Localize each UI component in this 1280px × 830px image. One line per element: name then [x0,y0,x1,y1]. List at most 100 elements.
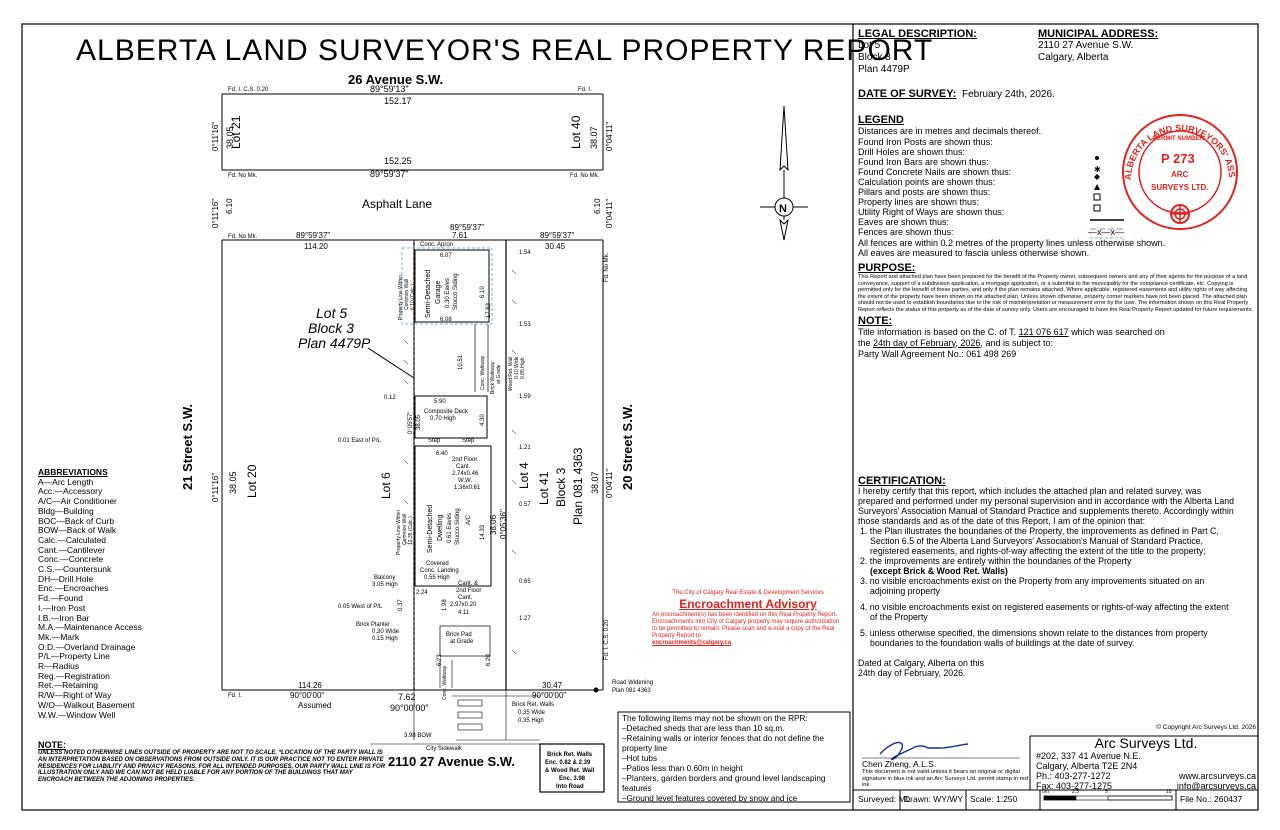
lane-label: Asphalt Lane [362,197,432,211]
plan-annotation: Plan 4479P [298,335,371,351]
certification: CERTIFICATION: I hereby certify that thi… [858,476,1238,679]
plan-annotation: 0.10 Wide [514,356,520,379]
exclusion-item: –Planters, garden borders and ground lev… [622,774,826,793]
legend-label: Pillars and posts are shown thus: [858,187,991,197]
plan-annotation: Assumed [298,701,331,710]
legend-label: Calculation points are shown thus: [858,177,996,187]
note-right-heading: NOTE: [858,314,893,327]
plan-annotation: Common Wall [404,279,410,310]
plan-annotation: 89°59'37" [450,223,484,232]
plan-annotation: Into Road [556,784,584,790]
plan-annotation: Cant. [458,595,473,601]
plan-annotation: 1.27 [519,616,531,622]
abbreviation-item: Fd.—Found [38,593,83,604]
plan-annotation: Enc. 0.82 & 2.39 [545,760,591,766]
plan-annotation: 38.07 [590,471,600,494]
plan-annotation: 114.26 [298,681,322,690]
plan-annotation: 0°04'11" [605,122,614,151]
plan-annotation: 7.61 [452,231,468,240]
note-left-text: UNLESS NOTED OTHERWISE LINES OUTSIDE OF … [38,750,386,784]
plan-annotation: 38.05 [225,126,235,149]
legend-row: Property lines are shown thus: [858,197,1254,207]
abbreviation-item: R/W—Right of Way [38,690,112,701]
plan-annotation: Common Wall [402,514,408,545]
advisory-title: Encroachment Advisory [679,597,817,611]
scale-tick: 10 [1166,789,1172,795]
abbreviation-item: DH—Drill Hole [38,573,94,584]
legend-row: Calculation points are shown thus: [858,177,1254,187]
plan-annotation: 1.53 [519,322,531,328]
legend-label: Found Iron Bars are shown thus: [858,157,989,167]
plan-annotation: 0.57 [519,502,531,508]
plan-annotation: 89°59'13" [370,84,409,94]
plan-annotation: 2.97x0.20 [450,602,477,608]
plan-annotation: 0°05'57" [408,412,414,434]
abbreviations-heading: ABBREVIATIONS [38,467,108,477]
plan-annotation: A/C [466,514,472,525]
plan-annotation: 6.10 (Calc.) [410,284,416,310]
right-panel: LEGAL DESCRIPTION: Lot 5 Block 3 Plan 44… [858,28,1254,678]
plan-annotation: 0°04'11" [605,469,614,498]
plan-annotation: 0°05'36" [499,509,508,539]
street-right: 20 Street S.W. [620,404,635,490]
plan-annotation: Wood Ret. Wall [508,357,514,391]
plan-annotation: 4.30 [480,414,486,426]
copyright: © Copyright Arc Surveys Ltd. 2026 [1156,724,1256,731]
city-sidewalk: City Sidewalk [426,746,463,752]
plan-annotation: 6.10 [593,198,602,214]
date-heading: DATE OF SURVEY: [858,88,957,100]
plan-annotation: Brick Planter [356,622,390,628]
plan-annotation: 38.06 [489,514,498,535]
plan-annotation: 0.30 Wide [372,629,400,635]
plan-annotation: Step [428,438,441,444]
legend-label: Utility Right of Ways are shown thus: [858,207,1005,217]
plan-annotation: Fd. No Mk. [604,252,610,282]
abbreviation-item: Mk.—Mark [38,631,80,642]
note-left: NOTE: UNLESS NOTED OTHERWISE LINES OUTSI… [38,740,388,784]
plan-annotation: 10.51 [458,354,464,370]
abbreviation-item: Calc.—Calculated [38,534,107,545]
legend-label: Drill Holes are shown thus: [858,147,966,157]
abbreviation-item: M.A.—Maintenance Access [38,622,142,633]
legend-label: Found Iron Posts are shown thus: [858,137,993,147]
lot-40: Lot 40 [569,115,583,149]
advisory-email[interactable]: encroachments@calgary.ca [652,640,732,646]
plan-annotation: 89°59'37" [296,231,330,240]
plan-annotation: Fd. I. [578,87,592,93]
abbreviation-item: I.B.—Iron Bar [38,612,90,623]
lot-20: Lot 20 [245,464,259,498]
advisory-body: An encroachment(s) has been identified o… [652,612,840,639]
plan-annotation: Property Line Within [398,275,404,320]
plan-annotation: 0.35 High [518,718,544,724]
scale-tick: 0m [1042,789,1049,795]
abbreviation-item: I.—Iron Post [38,602,86,613]
purpose-heading: PURPOSE: [858,262,916,274]
abbreviation-item: Ret.—Retaining [38,680,99,691]
abbreviation-item: R—Radius [38,661,80,672]
plan-annotation: 2nd Floor [452,457,477,463]
plan-annotation: Conc. Apron [420,242,453,248]
plan-annotation: 6.10 [225,198,234,214]
abbreviation-item: Reg.—Registration [38,670,110,681]
plan-annotation: Fd. No Mk. [228,234,258,240]
plan-annotation: Fd. I. [228,693,242,699]
encroachment-advisory: The City of Calgary Real Estate & Develo… [652,590,844,647]
plan-annotation: Dwelling [437,514,444,541]
plan-annotation: 17.63 [486,302,492,318]
plan-annotation: Plan 081 4363 [571,447,585,525]
abbreviation-item: BOC—Back of Curb [38,515,115,526]
abbreviation-item: P/L—Property Line [38,651,110,662]
plan-annotation: 1.98 [442,599,448,611]
abbreviation-item: BOW—Back of Walk [38,525,117,536]
abbreviation-item: Bldg—Building [38,505,94,516]
plan-annotation: Covered [426,561,449,567]
plan-annotation: Fd. I. C.S. 0.20 [604,619,610,660]
advisory-org: The City of Calgary Real Estate & Develo… [672,590,824,596]
legend-label: Found Concrete Nails are shown thus: [858,167,1012,177]
plan-annotation: 0.70 High [430,416,456,422]
plan-annotation: 38.05 [228,471,238,494]
legend: LEGEND Distances are in metres and decim… [858,114,1254,258]
abbreviation-item: A—Arc Length [38,476,94,487]
plan-annotation: 38.07 [589,126,599,149]
